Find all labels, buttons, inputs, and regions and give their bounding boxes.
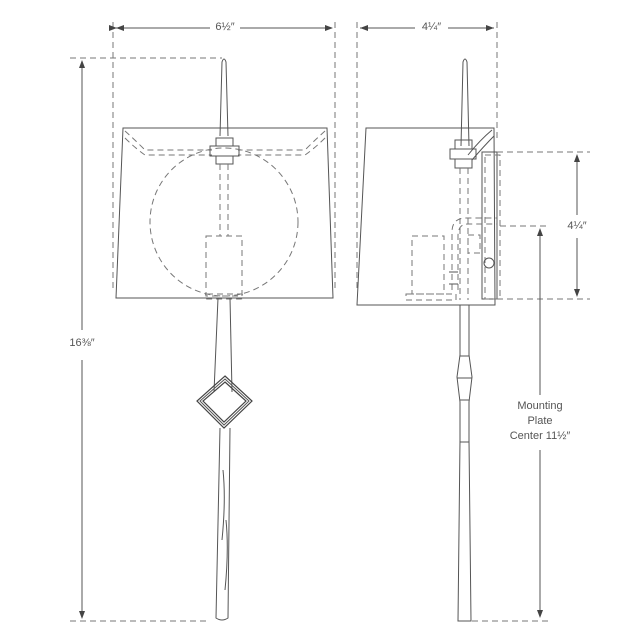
side-view — [356, 22, 590, 622]
mounting-label-line2: Plate — [527, 415, 553, 427]
mounting-label-line1: Mounting — [517, 400, 563, 412]
mounting-plate-center-label: Mounting Plate Center 11½″ — [500, 399, 580, 444]
mounting-label-line3: Center 11½″ — [509, 430, 571, 442]
backplate-height-label: 4¼″ — [560, 219, 594, 234]
front-width-label: 6½″ — [210, 20, 240, 35]
side-depth-label: 4¼″ — [415, 20, 448, 35]
overall-height-label: 16⅜″ — [62, 336, 102, 351]
front-view — [70, 22, 336, 622]
